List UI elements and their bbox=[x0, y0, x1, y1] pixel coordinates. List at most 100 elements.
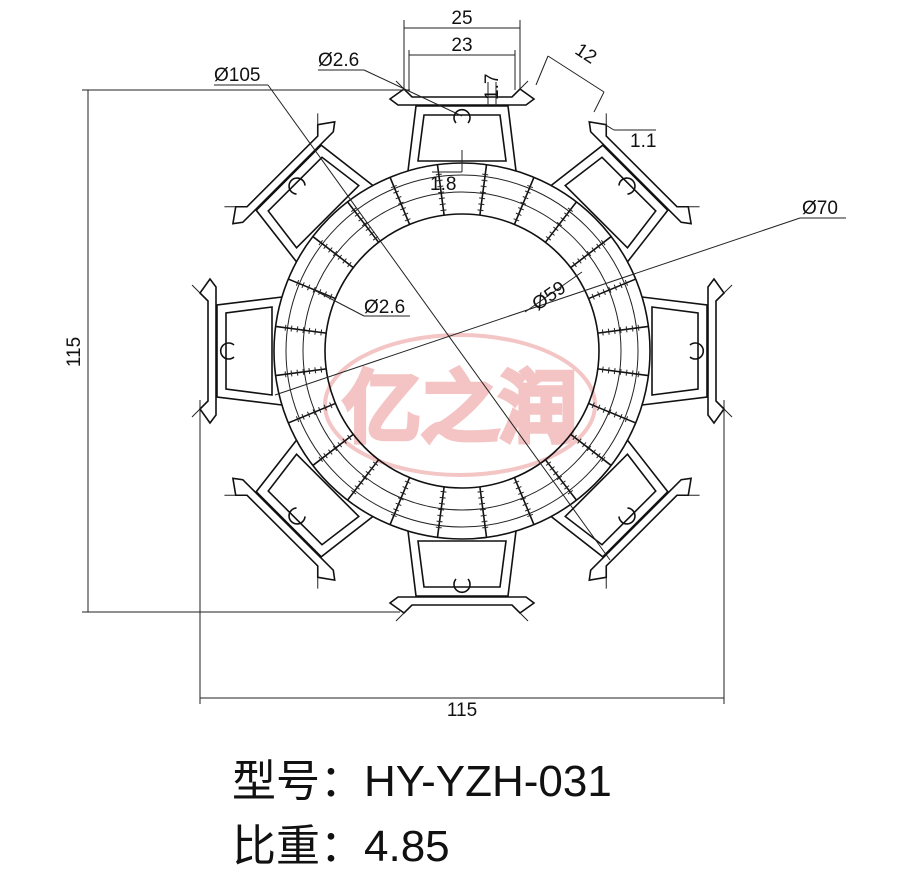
dim-outer-diameter: Ø105 bbox=[214, 65, 260, 86]
rib-serration bbox=[602, 289, 606, 296]
arm-box-inner bbox=[267, 156, 360, 249]
rib-serration bbox=[596, 243, 601, 249]
rib-serration bbox=[328, 247, 333, 253]
rib-serration bbox=[527, 184, 534, 189]
rib-serration bbox=[314, 328, 317, 335]
rib-serration bbox=[586, 250, 592, 257]
ring-guide-outer bbox=[285, 174, 639, 528]
rib-serration bbox=[477, 490, 484, 493]
arm-screw-hole bbox=[618, 507, 636, 525]
rib-serration bbox=[438, 502, 445, 505]
arm-screw-hole bbox=[618, 177, 636, 195]
arm-box-inner bbox=[225, 306, 273, 396]
rib-serration bbox=[361, 221, 368, 227]
core-rib bbox=[389, 177, 411, 225]
core-rib bbox=[346, 201, 380, 243]
rib-serration bbox=[608, 409, 612, 416]
dim-top-outer-width: 25 bbox=[451, 8, 472, 29]
arm-flange bbox=[231, 477, 336, 582]
rib-serration bbox=[296, 369, 299, 376]
dim-side-hole: Ø2.6 bbox=[364, 297, 405, 318]
rib-serration bbox=[608, 286, 612, 293]
rib-serration bbox=[404, 480, 411, 484]
arm-box bbox=[216, 296, 283, 406]
core-rib bbox=[288, 278, 336, 300]
arm-box-inner bbox=[267, 453, 360, 546]
arm-flange bbox=[388, 87, 536, 106]
rib-serration bbox=[556, 221, 563, 227]
rib-serration bbox=[624, 416, 629, 423]
rib-serration bbox=[545, 461, 552, 466]
rib-serration bbox=[478, 496, 485, 499]
outer-arm bbox=[550, 113, 700, 263]
rib-serration bbox=[631, 370, 634, 377]
rib-serration bbox=[332, 250, 338, 257]
rib-serration bbox=[390, 184, 397, 189]
rib-serration bbox=[524, 508, 531, 512]
rib-serration bbox=[601, 329, 604, 336]
rib-serration bbox=[560, 480, 566, 485]
rib-serration bbox=[602, 406, 606, 413]
arm-flange bbox=[198, 277, 217, 425]
arm-screw-hole bbox=[288, 177, 306, 195]
arm-box-inner bbox=[564, 156, 657, 249]
rib-serration bbox=[323, 291, 327, 298]
rib-serration bbox=[435, 526, 442, 529]
arm-lip bbox=[191, 284, 201, 418]
dim-slot-width: 12 bbox=[571, 39, 600, 68]
rib-serration bbox=[323, 404, 327, 411]
rib-serration bbox=[625, 369, 628, 376]
rib-serration bbox=[284, 324, 287, 331]
rib-serration bbox=[290, 325, 293, 332]
arm-box bbox=[550, 144, 669, 263]
rib-serration bbox=[354, 212, 360, 217]
rib-serration bbox=[439, 203, 446, 206]
rib-serration bbox=[613, 368, 616, 375]
core-rib bbox=[597, 325, 649, 334]
core-rib bbox=[570, 235, 612, 269]
rib-serration bbox=[524, 190, 531, 194]
arm-box-inner bbox=[564, 453, 657, 546]
outer-arm bbox=[224, 439, 374, 589]
arm-flange bbox=[231, 120, 336, 225]
dim-slot-lip: 1.1 bbox=[630, 131, 656, 152]
outer-arm bbox=[191, 277, 283, 425]
rib-serration bbox=[597, 291, 601, 298]
rib-serration bbox=[564, 212, 570, 217]
dim-ring-outer-diameter: Ø70 bbox=[802, 198, 838, 219]
dim-height: 115 bbox=[64, 337, 85, 367]
arm-flange bbox=[707, 277, 726, 425]
rib-serration bbox=[560, 217, 566, 222]
core-rib bbox=[479, 486, 488, 538]
rib-serration bbox=[549, 231, 555, 236]
rib-serration bbox=[613, 327, 616, 334]
arm-lip bbox=[224, 113, 319, 208]
rib-serration bbox=[290, 370, 293, 377]
rib-serration bbox=[301, 282, 305, 289]
rib-serration bbox=[625, 326, 628, 333]
arm-screw-hole bbox=[453, 108, 471, 124]
rib-serration bbox=[567, 207, 574, 213]
rib-serration bbox=[369, 466, 375, 471]
rib-serration bbox=[438, 191, 445, 194]
rib-serration bbox=[328, 449, 333, 455]
watermark-text: 亿之润 bbox=[343, 364, 577, 454]
arm-box bbox=[407, 530, 517, 597]
arm-box bbox=[550, 439, 669, 558]
rib-serration bbox=[395, 502, 402, 506]
watermark: 亿之润 bbox=[323, 333, 597, 477]
core-outer-circle bbox=[273, 162, 651, 540]
rib-serration bbox=[397, 497, 404, 501]
core-rib bbox=[275, 325, 327, 334]
rib-serration bbox=[440, 209, 447, 212]
arm-flange bbox=[388, 596, 536, 615]
rib-serration bbox=[342, 438, 347, 444]
rib-serration bbox=[549, 466, 555, 471]
core-rib bbox=[346, 459, 380, 501]
rib-serration bbox=[481, 520, 488, 523]
rib-serration bbox=[354, 485, 360, 490]
rib-serration bbox=[479, 508, 486, 511]
rib-serration bbox=[637, 371, 640, 378]
heatsink-profile bbox=[191, 80, 733, 622]
rib-serration bbox=[308, 327, 311, 334]
